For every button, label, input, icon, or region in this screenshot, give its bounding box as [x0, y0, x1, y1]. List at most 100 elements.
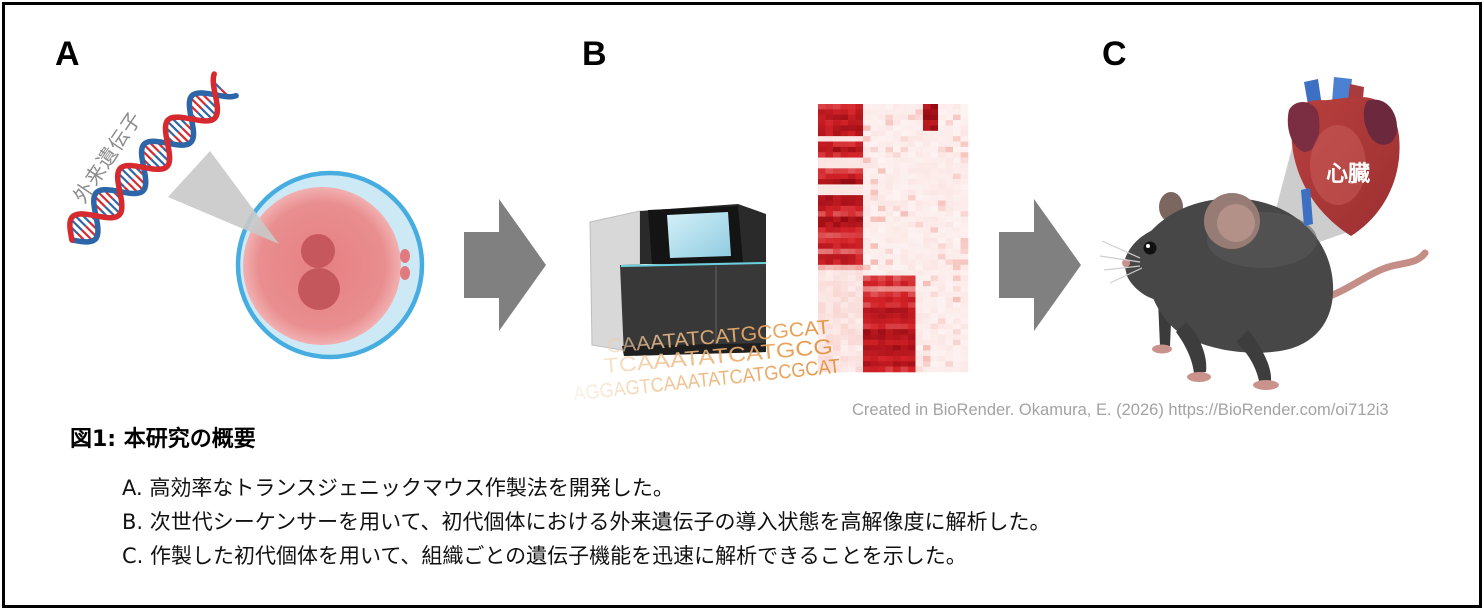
heatmap-cell — [825, 221, 834, 228]
heatmap-cell — [840, 211, 849, 217]
heatmap-cell — [908, 216, 916, 223]
heatmap-cell — [893, 286, 901, 292]
heatmap-cell — [900, 216, 909, 223]
heatmap-cell — [915, 216, 924, 223]
heatmap-cell — [960, 189, 969, 196]
heatmap-cell — [840, 313, 849, 319]
heatmap-cell — [960, 152, 969, 158]
heatmap-cell — [930, 200, 939, 207]
heatmap-cell — [863, 205, 871, 212]
heatmap-cell — [878, 334, 886, 341]
heatmap-cell — [870, 329, 879, 335]
heatmap-cell — [855, 232, 864, 239]
heatmap-cell — [855, 355, 864, 362]
heatmap-cell — [833, 120, 841, 126]
heatmap-cell — [908, 280, 916, 287]
heatmap-cell — [885, 366, 894, 373]
heatmap-cell — [833, 291, 841, 298]
heatmap-cell — [818, 189, 826, 196]
heatmap-cell — [885, 109, 894, 116]
heatmap-cell — [960, 275, 969, 282]
heatmap-cell — [945, 334, 954, 341]
heatmap-cell — [953, 179, 961, 185]
heatmap-cell — [960, 350, 969, 357]
heatmap-cell — [855, 248, 864, 255]
heatmap-cell — [825, 339, 834, 346]
heatmap-cell — [885, 334, 894, 341]
heatmap-cell — [863, 302, 871, 308]
heatmap-cell — [960, 146, 969, 153]
heatmap-cell — [893, 104, 901, 110]
heatmap-cell — [833, 179, 841, 185]
heatmap-cell — [818, 286, 826, 292]
heatmap-cell — [885, 125, 894, 132]
heatmap-cell — [908, 146, 916, 153]
heatmap-cell — [863, 355, 871, 362]
heatmap-cell — [953, 216, 961, 223]
heatmap-cell — [833, 136, 841, 142]
heatmap-cell — [848, 221, 856, 228]
heatmap-cell — [945, 120, 954, 126]
heatmap-cell — [915, 259, 924, 266]
heatmap-cell — [930, 157, 939, 164]
heatmap-cell — [938, 141, 946, 148]
heatmap-cell — [960, 109, 969, 116]
heatmap-cell — [938, 254, 946, 260]
heatmap-cell — [930, 109, 939, 116]
heatmap-cell — [908, 184, 916, 191]
heatmap-cell — [863, 125, 871, 132]
heatmap-cell — [848, 189, 856, 196]
heatmap-cell — [885, 104, 894, 110]
heatmap-cell — [825, 114, 834, 121]
heatmap-cell — [945, 296, 954, 303]
heatmap-cell — [825, 152, 834, 158]
zygote-cell — [235, 170, 425, 360]
heatmap-cell — [840, 184, 849, 191]
heatmap-cell — [908, 270, 916, 276]
arrow-right-icon — [464, 199, 546, 331]
heatmap-cell — [938, 189, 946, 196]
heatmap-cell — [818, 120, 826, 126]
heatmap-cell — [930, 323, 939, 330]
heatmap-cell — [855, 243, 864, 250]
heatmap-cell — [855, 334, 864, 341]
heatmap-cell — [945, 141, 954, 148]
heatmap-cell — [863, 211, 871, 217]
heatmap-cell — [908, 130, 916, 137]
heatmap-cell — [885, 141, 894, 148]
heatmap-cell — [923, 205, 931, 212]
heatmap-cell — [915, 157, 924, 164]
heatmap-cell — [870, 216, 879, 223]
expression-heatmap — [818, 104, 969, 373]
heatmap-cell — [893, 280, 901, 287]
heatmap-cell — [960, 195, 969, 201]
heatmap-cell — [938, 179, 946, 185]
heatmap-cell — [833, 130, 841, 137]
heatmap-cell — [960, 361, 969, 367]
heatmap-cell — [870, 243, 879, 250]
heatmap-cell — [893, 259, 901, 266]
heatmap-cell — [923, 280, 931, 287]
heatmap-cell — [825, 173, 834, 180]
heatmap-cell — [818, 350, 826, 357]
heatmap-cell — [908, 318, 916, 325]
heatmap-cell — [938, 339, 946, 346]
heatmap-cell — [908, 355, 916, 362]
heatmap-cell — [878, 120, 886, 126]
heatmap-cell — [855, 211, 864, 217]
heatmap-cell — [930, 355, 939, 362]
heatmap-cell — [908, 211, 916, 217]
heatmap-cell — [930, 243, 939, 250]
heatmap-cell — [930, 275, 939, 282]
heatmap-cell — [945, 152, 954, 158]
heatmap-cell — [870, 366, 879, 373]
heatmap-cell — [855, 227, 864, 233]
heatmap-cell — [848, 211, 856, 217]
heatmap-cell — [840, 270, 849, 276]
heatmap-cell — [908, 286, 916, 292]
heatmap-cell — [840, 238, 849, 244]
heatmap-cell — [945, 291, 954, 298]
heatmap-cell — [818, 205, 826, 212]
heatmap-cell — [945, 125, 954, 132]
